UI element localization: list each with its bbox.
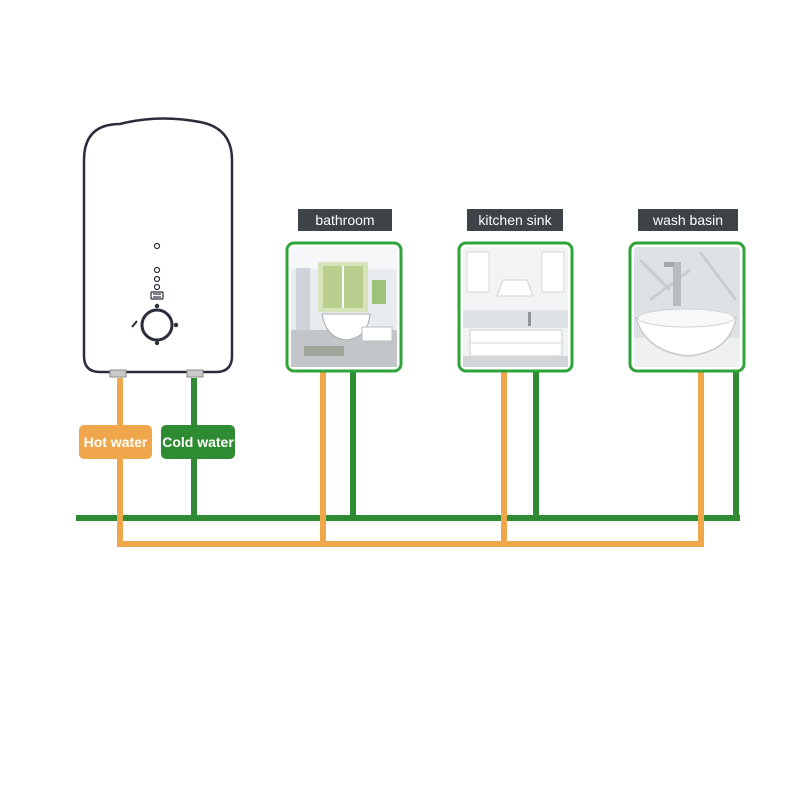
- room-label-wash-basin: wash basin: [638, 209, 738, 231]
- hot-water-label: Hot water: [79, 425, 152, 459]
- temperature-knob-icon: [131, 303, 179, 346]
- room-label-bathroom: bathroom: [298, 209, 392, 231]
- cold-outlet-fitting: [186, 369, 204, 378]
- hot-outlet-fitting: [109, 369, 127, 378]
- room-label-kitchen-sink: kitchen sink: [467, 209, 563, 231]
- cold-water-label: Cold water: [161, 425, 235, 459]
- hot-pipes: [117, 372, 704, 547]
- cold-pipes: [76, 372, 740, 521]
- indicator-light-icon: [150, 242, 164, 300]
- bathroom-photo: [285, 241, 403, 373]
- water-heater-icon: [82, 117, 234, 378]
- wash-basin-photo: [628, 241, 746, 373]
- kitchen-photo: [457, 241, 574, 373]
